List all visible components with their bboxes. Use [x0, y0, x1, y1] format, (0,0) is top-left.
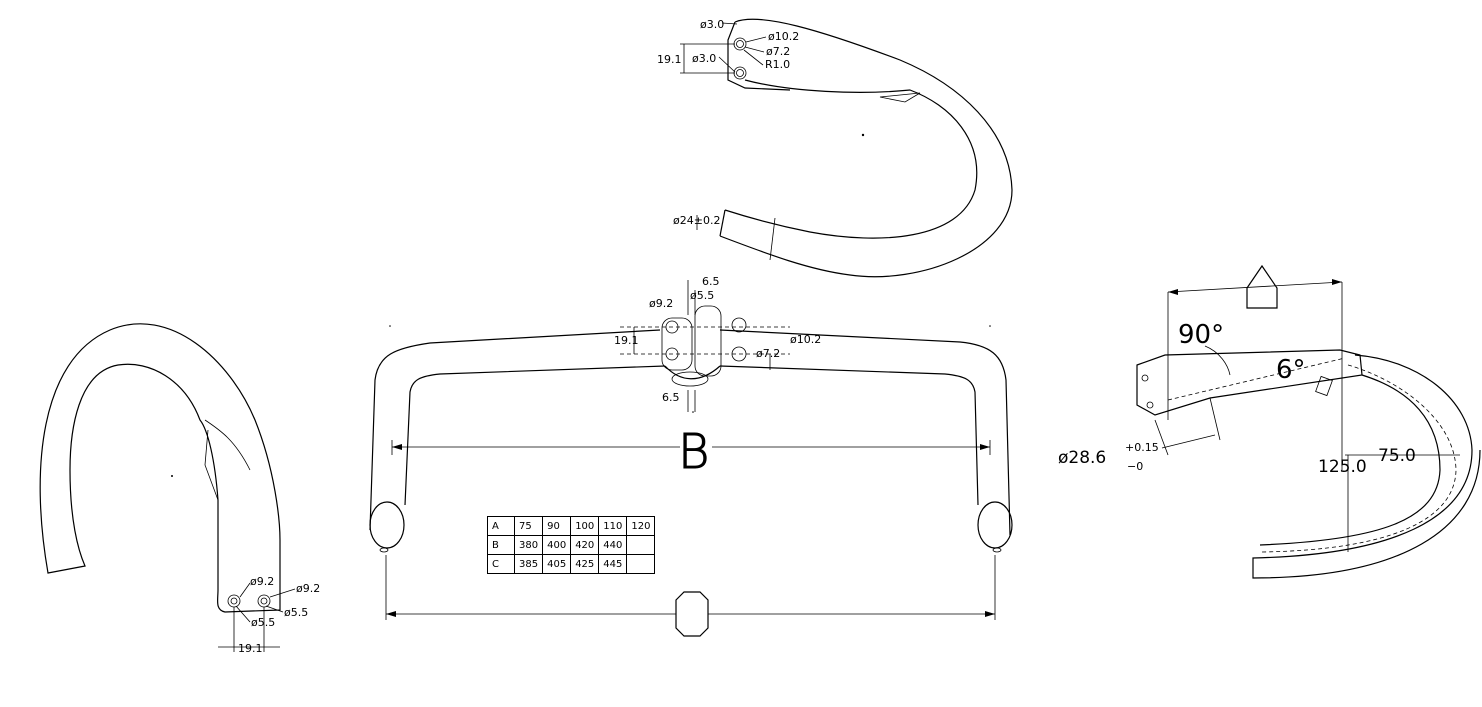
side-view-angle-90: 90° — [1178, 320, 1224, 350]
top-view-hole-bottom: ø3.0 — [692, 52, 716, 65]
left-view-crease — [204, 419, 251, 471]
top-view-end — [719, 209, 726, 237]
front-view-width-bottom: 6.5 — [662, 391, 680, 404]
left-view: 19.1 ø9.2 ø9.2 ø5.5 ø5.5 — [39, 323, 320, 655]
side-view: A 90° 6° ø28.6 +0.15 −0 125.0 75.0 — [1058, 264, 1481, 579]
front-view-width-top: 6.5 — [702, 275, 720, 288]
left-view-hole-2-inner — [260, 597, 268, 605]
table-cell: 440 — [598, 535, 628, 555]
table-cell: 420 — [570, 535, 600, 555]
side-view-drop-inner — [1259, 374, 1441, 546]
left-view-hole-1 — [227, 594, 241, 608]
front-view-bottom-nut — [671, 371, 709, 387]
front-view-dia-inner: ø7.2 — [756, 347, 780, 360]
front-view-left-hole — [379, 547, 389, 553]
top-view-clamp-line — [769, 217, 776, 261]
top-view: 19.1 ø3.0 ø3.0 ø10.2 ø7.2 R1.0 ø24±0.2 — [657, 18, 1013, 278]
left-view-outer — [39, 323, 281, 613]
left-view-hole-1-inner — [230, 597, 238, 605]
top-view-dia-inner: ø7.2 — [766, 45, 790, 58]
side-view-reach: 75.0 — [1378, 446, 1416, 466]
left-view-hole1-inner: ø5.5 — [251, 616, 275, 629]
table-cell: 405 — [542, 554, 572, 574]
front-view-dia-outer: ø10.2 — [790, 333, 821, 346]
table-row: B 380 400 420 440 — [487, 535, 656, 555]
table-row-label: B — [487, 535, 515, 555]
table-cell: 425 — [570, 554, 600, 574]
side-view-clamp-dia: ø28.6 — [1058, 448, 1106, 468]
front-view-hole-1 — [731, 317, 747, 333]
table-cell: 380 — [513, 535, 544, 555]
top-view-clamp-dia: ø24±0.2 — [673, 214, 720, 227]
top-view-center-mark — [861, 133, 865, 137]
top-view-stem-face — [727, 21, 791, 91]
side-view-tol-minus: −0 — [1127, 460, 1143, 473]
side-view-bolt-2 — [1146, 401, 1154, 409]
table-cell: 400 — [542, 535, 572, 555]
side-view-bolt-1 — [1141, 374, 1149, 382]
top-view-bar-outer — [719, 18, 1013, 278]
table-cell: 90 — [542, 516, 572, 536]
size-table: A 75 90 100 110 120 B 380 400 420 440 C … — [487, 516, 656, 574]
side-view-stem — [1136, 349, 1363, 416]
left-view-hole2-inner: ø5.5 — [284, 606, 308, 619]
front-view-outer-profile — [369, 329, 1011, 536]
table-row-label: A — [487, 516, 515, 536]
side-view-drop: 125.0 — [1318, 457, 1367, 477]
top-view-spacing: 19.1 — [657, 53, 682, 66]
table-cell: 100 — [570, 516, 600, 536]
top-view-hole-upper-inner — [736, 40, 744, 48]
top-view-hole-top: ø3.0 — [700, 18, 724, 31]
top-view-hole-lower-inner — [736, 69, 744, 77]
front-view-left-end — [369, 501, 405, 549]
top-view-hole-upper — [733, 37, 747, 51]
left-view-spacing: 19.1 — [238, 642, 263, 655]
side-view-bracket — [1315, 375, 1333, 397]
table-cell: 385 — [513, 554, 544, 574]
front-view-spacing: 19.1 — [614, 334, 639, 347]
front-view-clamp-right — [694, 305, 722, 377]
left-view-clamp-edge — [204, 429, 219, 501]
side-view-tol-plus: +0.15 — [1125, 441, 1159, 454]
table-cell: 110 — [598, 516, 628, 536]
table-cell: 445 — [598, 554, 628, 574]
front-view-hole-small: ø5.5 — [690, 289, 714, 302]
top-view-dia-outer: ø10.2 — [768, 30, 799, 43]
table-row: C 385 405 425 445 — [487, 554, 656, 574]
left-view-hole1-outer: ø9.2 — [250, 575, 274, 588]
side-view-angle-6: 6° — [1276, 355, 1306, 385]
front-view: 6.5 ø5.5 ø9.2 19.1 ø10.2 ø7.2 6.5 B C — [369, 275, 1013, 637]
side-view-angle-arc — [1204, 345, 1231, 376]
table-cell — [626, 554, 656, 574]
table-row-label: C — [487, 554, 515, 574]
top-view-radius: R1.0 — [765, 58, 790, 71]
side-view-a-box — [1246, 264, 1278, 309]
front-view-right-end — [977, 501, 1013, 549]
top-view-bar-inner — [724, 79, 978, 239]
front-view-c-box — [675, 591, 709, 637]
table-row: A 75 90 100 110 120 — [487, 516, 656, 536]
table-cell: 75 — [513, 516, 544, 536]
top-view-notch — [879, 92, 921, 103]
front-view-clamp-left — [661, 317, 693, 371]
table-cell — [626, 535, 656, 555]
front-view-inner-profile — [404, 365, 979, 506]
top-view-hole-lower — [733, 66, 747, 80]
front-view-right-hole — [992, 547, 1002, 553]
front-view-label-b: B — [678, 424, 709, 480]
side-view-drop-outer — [1252, 354, 1481, 579]
left-view-hole-2 — [257, 594, 271, 608]
front-view-hole-large: ø9.2 — [649, 297, 673, 310]
table-cell: 120 — [626, 516, 656, 536]
left-view-hole2-outer: ø9.2 — [296, 582, 320, 595]
